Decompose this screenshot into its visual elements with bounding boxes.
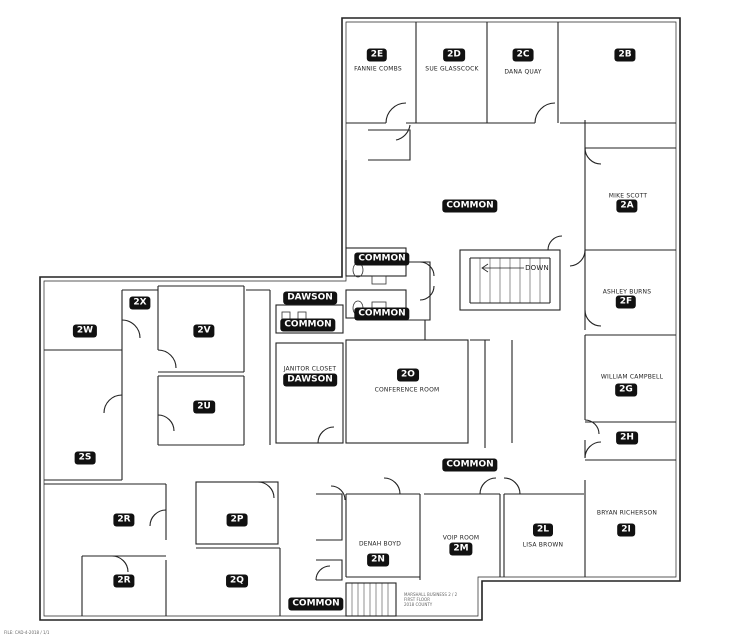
room-label-2g: 2G [615, 383, 637, 397]
room-label-2x: 2X [129, 296, 151, 310]
area-label-common-restroom-bottom: COMMON [354, 307, 410, 321]
exterior-wall-inner [43, 21, 677, 617]
room-label-2w: 2W [72, 324, 98, 338]
room-label-2c: 2C [512, 48, 534, 62]
occupant-2f: ASHLEY BURNS [602, 288, 652, 296]
room-label-2e: 2E [366, 48, 388, 62]
area-label-dawson-top: DAWSON [283, 291, 337, 305]
exterior-wall [39, 17, 681, 621]
room-label-2f: 2F [615, 295, 637, 309]
area-label-common-main: COMMON [442, 199, 498, 213]
room-label-2a: 2A [616, 199, 638, 213]
stair-down-label: DOWN [525, 264, 549, 272]
room-label-2r-lower: 2R [113, 574, 135, 588]
room-label-2r-upper: 2R [113, 513, 135, 527]
room-label-2o: 2O [397, 368, 419, 382]
room-label-2d: 2D [443, 48, 465, 62]
room-label-2v: 2V [193, 324, 215, 338]
area-label-common-restroom-top: COMMON [354, 252, 410, 266]
room-label-2s: 2S [74, 451, 96, 465]
room-label-2q: 2Q [226, 574, 248, 588]
room-label-2u: 2U [193, 400, 215, 414]
occupant-2d: SUE GLASSCOCK [425, 65, 479, 73]
room-label-2b: 2B [614, 48, 636, 62]
room-label-2i: 2I [617, 523, 635, 537]
footer-note: FILE: CAD-4-2018 / 1/1 [4, 630, 50, 635]
area-label-common-dawson: COMMON [280, 318, 336, 332]
occupant-2g: WILLIAM CAMPBELL [600, 373, 664, 381]
occupant-2o: CONFERENCE ROOM [374, 386, 440, 394]
occupant-2a: MIKE SCOTT [608, 192, 648, 200]
title-block: MARSHALL BUSINESS 2 / 2 FIRST FLOOR 2018… [404, 592, 457, 607]
occupant-2n: DENAH BOYD [358, 540, 402, 548]
area-label-common-stair: COMMON [288, 597, 344, 611]
title-block-line-3: 2018 COUNTY [404, 602, 433, 607]
room-label-2h: 2H [616, 431, 638, 445]
occupant-2e: FANNIE COMBS [354, 65, 402, 73]
title-block-line-2: FIRST FLOOR [404, 597, 430, 602]
room-label-2n: 2N [367, 553, 389, 567]
area-label-dawson-janitor: DAWSON [283, 373, 337, 387]
title-block-line-1: MARSHALL BUSINESS 2 / 2 [404, 592, 458, 597]
occupant-2l: LISA BROWN [522, 541, 564, 549]
occupant-2i: BRYAN RICHERSON [596, 509, 658, 517]
janitor-closet-label: JANITOR CLOSET [283, 365, 337, 373]
room-label-2p: 2P [226, 513, 248, 527]
room-label-2m: 2M [449, 542, 473, 556]
occupant-2m: VOIP ROOM [442, 534, 480, 542]
occupant-2c: DANA QUAY [504, 68, 542, 76]
area-label-common-hall: COMMON [442, 458, 498, 472]
room-label-2l: 2L [533, 523, 553, 537]
